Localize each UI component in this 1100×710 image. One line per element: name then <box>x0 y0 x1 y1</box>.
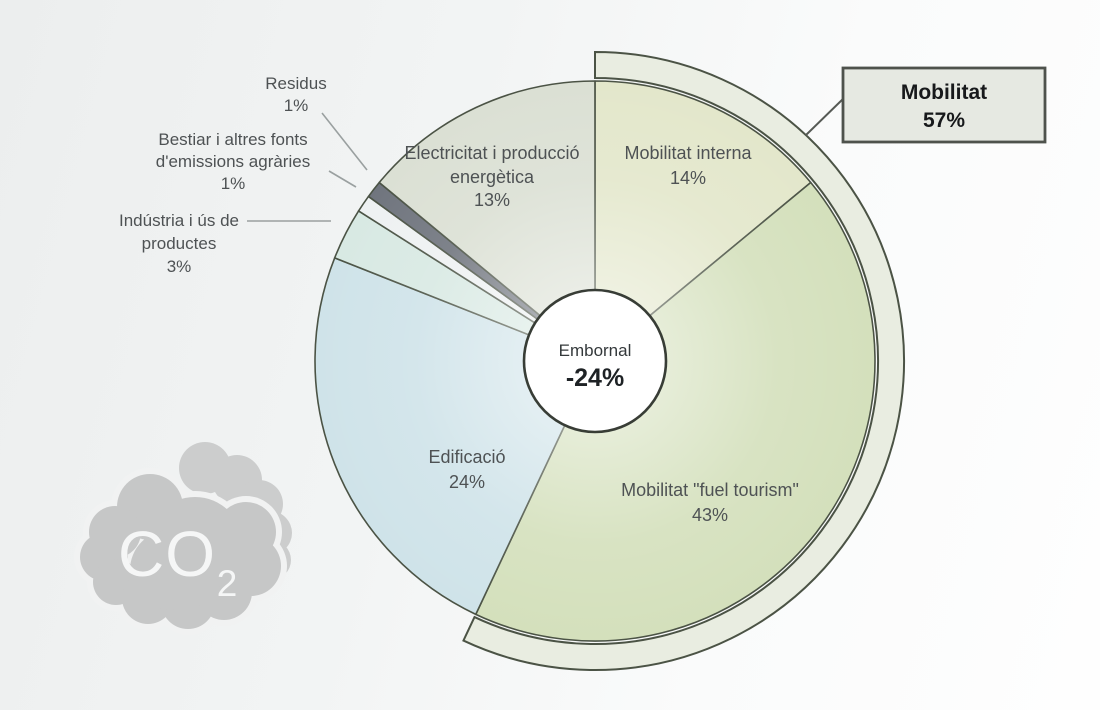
label-electricitat-1: Electricitat i producció <box>404 143 579 163</box>
label-edificacio: Edificació <box>428 447 505 467</box>
co2-cloud-front <box>80 474 281 629</box>
value-edificacio: 24% <box>449 472 485 492</box>
co2-subscript: 2 <box>217 563 238 604</box>
leader-line-bestiar <box>328 170 357 188</box>
callout-label: Mobilitat <box>901 81 987 104</box>
center-label: Embornal <box>559 341 632 360</box>
co2-text: CO <box>118 518 216 590</box>
value-fuel-tourism: 43% <box>692 505 728 525</box>
value-residus: 1% <box>284 96 309 115</box>
value-mobilitat-interna: 14% <box>670 168 706 188</box>
center-value: -24% <box>566 364 624 392</box>
callout-value: 57% <box>923 109 965 132</box>
label-fuel-tourism: Mobilitat "fuel tourism" <box>621 480 799 500</box>
label-residus: Residus <box>265 74 326 93</box>
co2-cloud-icon: CO 2 <box>74 442 292 635</box>
label-industria-2: productes <box>142 234 217 253</box>
label-bestiar-2: d'emissions agràries <box>156 152 310 171</box>
leader-line-mobilitat <box>805 96 846 136</box>
value-electricitat: 13% <box>474 190 510 210</box>
label-industria-1: Indústria i ús de <box>119 211 239 230</box>
leader-line-residus <box>321 112 368 171</box>
mobilitat-ring <box>462 50 905 671</box>
label-mobilitat-interna: Mobilitat interna <box>624 143 752 163</box>
label-electricitat-2: energètica <box>450 167 535 187</box>
callout-rect <box>841 66 1047 144</box>
value-bestiar: 1% <box>221 174 246 193</box>
label-bestiar-1: Bestiar i altres fonts <box>158 130 307 149</box>
center-circle <box>522 288 668 434</box>
value-industria: 3% <box>167 257 192 276</box>
mobilitat-callout-box: Mobilitat 57% <box>841 66 1047 144</box>
cloud-puff <box>130 530 210 610</box>
